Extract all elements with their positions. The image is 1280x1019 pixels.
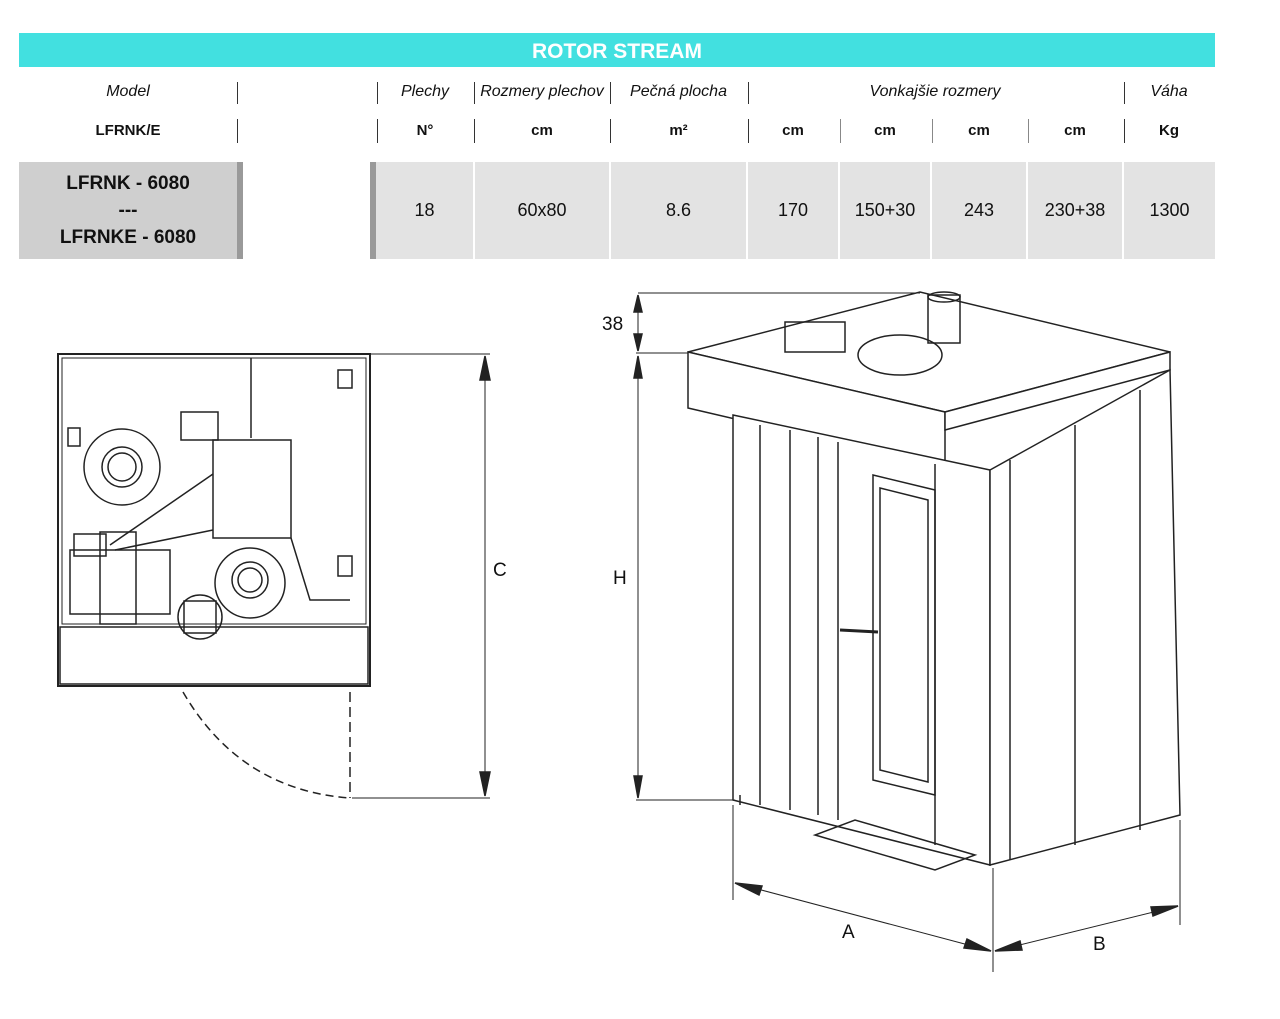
- header-plechy: Plechy: [400, 83, 450, 100]
- cell-dim2: 150+30: [840, 162, 930, 259]
- dim-label-b: B: [1093, 934, 1106, 955]
- divider: [377, 82, 378, 104]
- header-rozmery-plechov: Rozmery plechov: [480, 83, 604, 100]
- unit-dim1: cm: [782, 122, 804, 139]
- unit-dim3: cm: [968, 122, 990, 139]
- divider: [932, 119, 933, 143]
- title-banner: ROTOR STREAM: [19, 33, 1215, 67]
- divider: [237, 119, 238, 143]
- unit-plocha: m²: [669, 122, 688, 139]
- header-vaha: Váha: [1150, 83, 1188, 100]
- model-name-2: LFRNKE - 6080: [59, 227, 197, 248]
- cell-rozmery: 60x80: [475, 162, 609, 259]
- dim-label-c: C: [493, 560, 507, 581]
- unit-dim2: cm: [874, 122, 896, 139]
- divider: [237, 82, 238, 104]
- dim-label-h: H: [613, 568, 627, 589]
- model-name-1: LFRNK - 6080: [66, 173, 190, 194]
- divider: [610, 119, 611, 143]
- cell-vaha: 1300: [1124, 162, 1215, 259]
- unit-rozmery: cm: [531, 122, 553, 139]
- unit-dim4: cm: [1064, 122, 1086, 139]
- divider: [1124, 119, 1125, 143]
- unit-plechy: N°: [416, 122, 434, 139]
- divider: [474, 82, 475, 104]
- divider: [610, 82, 611, 104]
- cell-plechy: 18: [376, 162, 473, 259]
- dim-label-38: 38: [602, 314, 624, 335]
- unit-model: LFRNK/E: [95, 122, 161, 139]
- plan-view: [57, 353, 491, 799]
- divider: [1028, 119, 1029, 143]
- header-model: Model: [106, 83, 150, 100]
- cell-dim1: 170: [748, 162, 838, 259]
- cell-dim4: 230+38: [1028, 162, 1122, 259]
- cell-plocha: 8.6: [611, 162, 746, 259]
- oven-view: [633, 291, 1181, 972]
- model-cell: LFRNK - 6080 --- LFRNKE - 6080: [19, 162, 237, 259]
- divider: [840, 119, 841, 143]
- row-bar: [237, 162, 243, 259]
- unit-vaha: Kg: [1159, 122, 1179, 139]
- divider: [474, 119, 475, 143]
- divider: [1124, 82, 1125, 104]
- divider: [748, 82, 749, 104]
- header-vonkajsie-rozmery: Vonkajšie rozmery: [869, 83, 1001, 100]
- dim-label-a: A: [842, 922, 855, 943]
- row-bar: [370, 162, 376, 259]
- divider: [748, 119, 749, 143]
- header-pecna-plocha: Pečná plocha: [630, 83, 727, 100]
- cell-dim3: 243: [932, 162, 1026, 259]
- divider: [377, 119, 378, 143]
- model-separator: ---: [118, 200, 138, 221]
